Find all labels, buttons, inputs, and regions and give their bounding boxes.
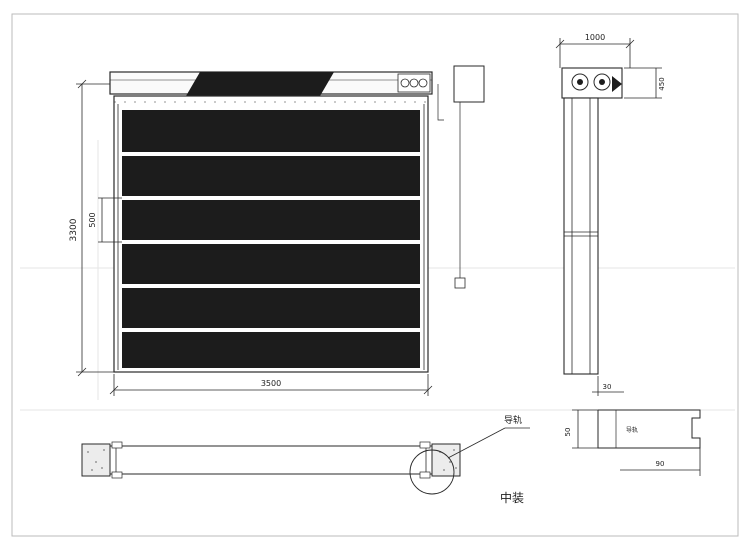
curtain-panel xyxy=(122,332,420,368)
panel-pitch-label: 500 xyxy=(88,212,97,227)
guide-total-label: 90 xyxy=(656,460,665,468)
head-height-label: 450 xyxy=(658,77,666,90)
height-label: 3300 xyxy=(69,218,79,241)
install-type-label: 中装 xyxy=(500,490,524,505)
dim-height xyxy=(76,79,114,377)
guide-depth-label: 50 xyxy=(564,428,572,437)
guide-section-detail: 导轨 50 90 xyxy=(564,409,701,476)
pendant-switch xyxy=(454,277,466,289)
side-depth-label: 1000 xyxy=(585,33,605,42)
side-elevation: 1000 450 30 xyxy=(555,33,666,396)
dim-panel-pitch xyxy=(98,197,122,243)
wall-left xyxy=(81,443,111,477)
guide-section-text: 导轨 xyxy=(626,426,638,434)
plan-view xyxy=(81,427,530,495)
curtain-panel xyxy=(122,244,420,284)
width-label: 3500 xyxy=(261,379,281,388)
door-curtain xyxy=(122,110,420,368)
front-elevation: 3300 500 3500 xyxy=(69,71,433,396)
detail-callout xyxy=(409,449,455,495)
dim-width xyxy=(109,374,433,396)
curtain-panel xyxy=(122,110,420,152)
wall-right xyxy=(431,443,461,477)
curtain-panel xyxy=(122,288,420,328)
curtain-panel xyxy=(122,156,420,196)
motor-unit xyxy=(397,73,431,93)
guide-width-label: 30 xyxy=(603,383,612,391)
control-box xyxy=(437,65,485,289)
control-box-body xyxy=(453,65,485,103)
curtain-panel xyxy=(122,200,420,240)
guide-rail-label: 导轨 xyxy=(504,414,522,426)
head-cover xyxy=(186,72,334,96)
